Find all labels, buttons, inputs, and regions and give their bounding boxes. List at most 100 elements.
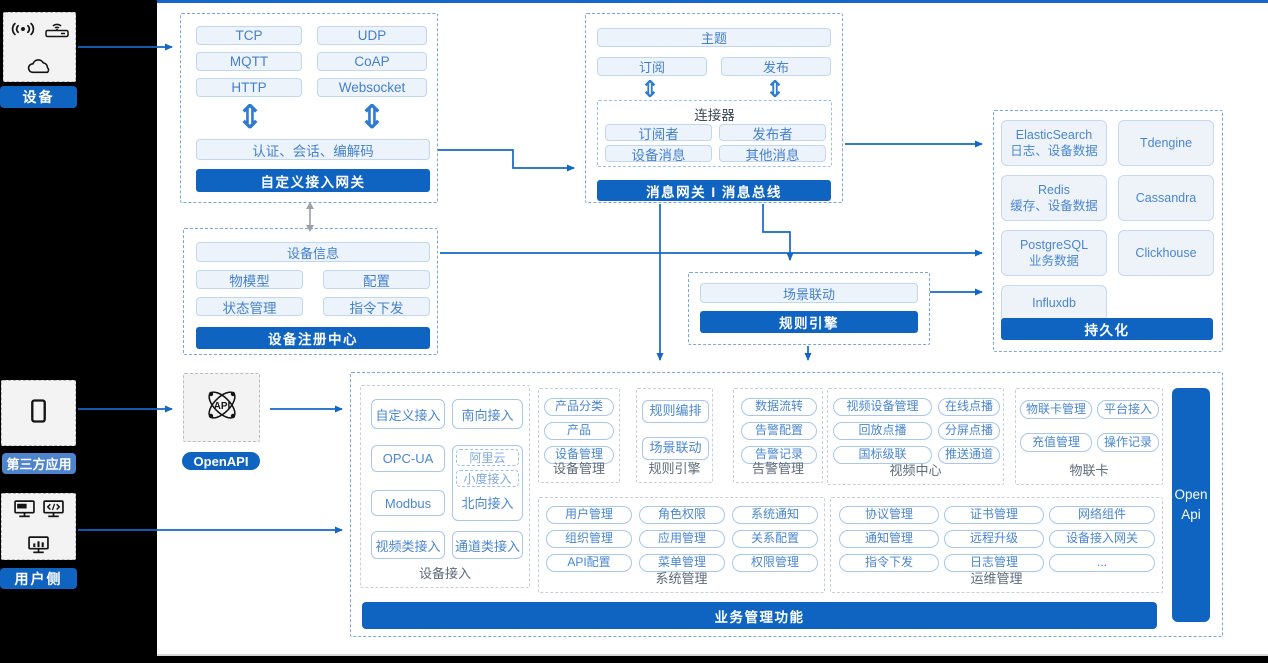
feature-chip: 权限管理 <box>732 554 818 572</box>
section-iot-card: 物联卡管理平台接入充值管理操作记录 物联卡 <box>1015 388 1163 485</box>
persistence-box <box>993 110 1223 352</box>
datastore-box: Cassandra <box>1118 175 1214 221</box>
device-info-box: 设备信息 <box>196 242 430 262</box>
protocol-box: CoAP <box>317 52 427 71</box>
rule-engine-banner: 规则引擎 <box>700 311 918 333</box>
feature-chip: 远程升级 <box>944 530 1044 548</box>
feature-chip: 在线点播 <box>938 398 1000 416</box>
user-side-badge: 用户侧 <box>0 568 77 589</box>
message-bus-box <box>585 13 843 203</box>
openapi-badge: OpenAPI <box>182 452 260 470</box>
section-item-list: 规则编排场景联动 <box>642 400 709 460</box>
feature-chip: 关系配置 <box>732 530 818 548</box>
feature-chip: 操作记录 <box>1097 433 1159 452</box>
datastore-box: Clickhouse <box>1118 230 1214 276</box>
business-box <box>350 372 1223 637</box>
device-access-item: 南向接入 <box>452 399 523 429</box>
feature-chip: 告警记录 <box>741 446 817 464</box>
feature-chip: 指令下发 <box>839 554 939 572</box>
rule-engine-box <box>688 272 930 345</box>
feature-chip: 告警配置 <box>741 422 817 440</box>
business-banner: 业务管理功能 <box>362 602 1157 629</box>
feature-chip: 产品分类 <box>544 398 614 416</box>
cloud-icon <box>4 58 75 75</box>
feature-chip: 回放点播 <box>833 422 932 440</box>
device-registry-banner: 设备注册中心 <box>196 327 430 349</box>
feature-chip: 应用管理 <box>639 530 725 548</box>
section-item-list: 物联卡管理平台接入充值管理操作记录 <box>1020 400 1159 452</box>
connector-item-box: 发布者 <box>719 124 826 142</box>
persistence-title: 持久化 <box>1084 323 1130 338</box>
device-access-item: 视频类接入 <box>371 531 445 559</box>
section-label: 系统管理 <box>655 571 708 586</box>
radio-signal-icon <box>10 20 36 43</box>
auth-session-codec-label: 认证、会话、编解码 <box>252 143 374 159</box>
rule-engine-title: 规则引擎 <box>779 316 839 331</box>
north-access-sub-item: 小度接入 <box>456 470 519 487</box>
device-badge: 设备 <box>0 86 77 108</box>
north-access-label: 北向接入 <box>461 496 514 511</box>
third-party-badge-label: 第三方应用 <box>6 457 72 472</box>
connector-item-box: 设备消息 <box>605 145 712 163</box>
code-screen-icon <box>42 499 64 523</box>
topic-label: 主题 <box>700 31 727 46</box>
custom-gateway-box <box>180 13 438 203</box>
device-badge-label: 设备 <box>22 89 55 105</box>
scene-linkage-label: 场景联动 <box>782 286 835 302</box>
feature-chip: 用户管理 <box>546 506 632 524</box>
feature-chip: 网络组件 <box>1049 506 1155 524</box>
connector-box: 连接器 订阅者发布者设备消息其他消息 <box>597 100 832 167</box>
feature-chip: 设备管理 <box>544 446 614 464</box>
section-device-mgmt: 产品分类产品设备管理 设备管理 <box>538 388 620 483</box>
feature-chip: 物联卡管理 <box>1020 400 1092 419</box>
bottom-divider <box>157 654 1268 656</box>
datastore-box: Influxdb <box>1001 285 1107 322</box>
registry-item-box: 状态管理 <box>196 297 303 316</box>
datastore-box: Tdengine <box>1118 120 1214 166</box>
updown-arrow-icon: ⇕ <box>358 98 386 135</box>
section-label: 设备接入 <box>418 566 471 581</box>
protocol-box: Websocket <box>317 78 427 97</box>
section-alarm-mgmt: 数据流转告警配置告警记录 告警管理 <box>733 388 823 483</box>
feature-chip: 规则编排 <box>642 400 709 423</box>
feature-chip: 系统通知 <box>732 506 818 524</box>
north-access-sub-item: 阿里云 <box>456 449 519 466</box>
feature-chip: 场景联动 <box>642 437 709 460</box>
updown-arrow-icon: ⇕ <box>236 98 264 135</box>
chart-screen-icon <box>2 535 75 554</box>
device-access-item: 自定义接入 <box>371 399 445 429</box>
device-registry-title: 设备注册中心 <box>268 332 358 347</box>
registry-item-list: 物模型配置状态管理指令下发 <box>196 270 430 316</box>
feature-chip: 日志管理 <box>944 554 1044 572</box>
section-label: 规则引擎 <box>648 461 701 476</box>
business-banner-label: 业务管理功能 <box>714 609 805 625</box>
device-icon-box <box>3 12 76 82</box>
feature-chip: API配置 <box>546 554 632 572</box>
user-side-icon-box <box>1 493 76 560</box>
feature-chip: 通知管理 <box>839 530 939 548</box>
section-item-list: 数据流转告警配置告警记录 <box>741 398 817 464</box>
device-access-item: Modbus <box>371 490 445 516</box>
device-access-item: 通道类接入 <box>452 531 523 559</box>
protocol-box: HTTP <box>196 78 302 97</box>
section-label: 视频中心 <box>889 463 942 478</box>
connector-title: 连接器 <box>694 108 735 123</box>
datastore-box: ElasticSearch 日志、设备数据 <box>1001 120 1107 166</box>
persistence-banner: 持久化 <box>1001 318 1213 340</box>
connector-item-list: 订阅者发布者设备消息其他消息 <box>605 124 826 163</box>
message-bus-banner: 消息网关 I 消息总线 <box>597 180 831 201</box>
section-label: 告警管理 <box>751 461 804 476</box>
subscribe-label: 订阅 <box>638 60 665 75</box>
feature-chip: 平台接入 <box>1097 400 1159 419</box>
feature-chip: 协议管理 <box>839 506 939 524</box>
device-access-item: OPC-UA <box>371 445 445 472</box>
section-label: 物联卡 <box>1069 463 1109 478</box>
publish-label: 发布 <box>762 60 789 75</box>
auth-session-codec-box: 认证、会话、编解码 <box>196 139 430 160</box>
updown-arrow-icon: ⇕ <box>765 76 785 102</box>
api-icon-text: API <box>213 401 230 412</box>
updown-arrow-icon: ⇕ <box>640 76 660 102</box>
